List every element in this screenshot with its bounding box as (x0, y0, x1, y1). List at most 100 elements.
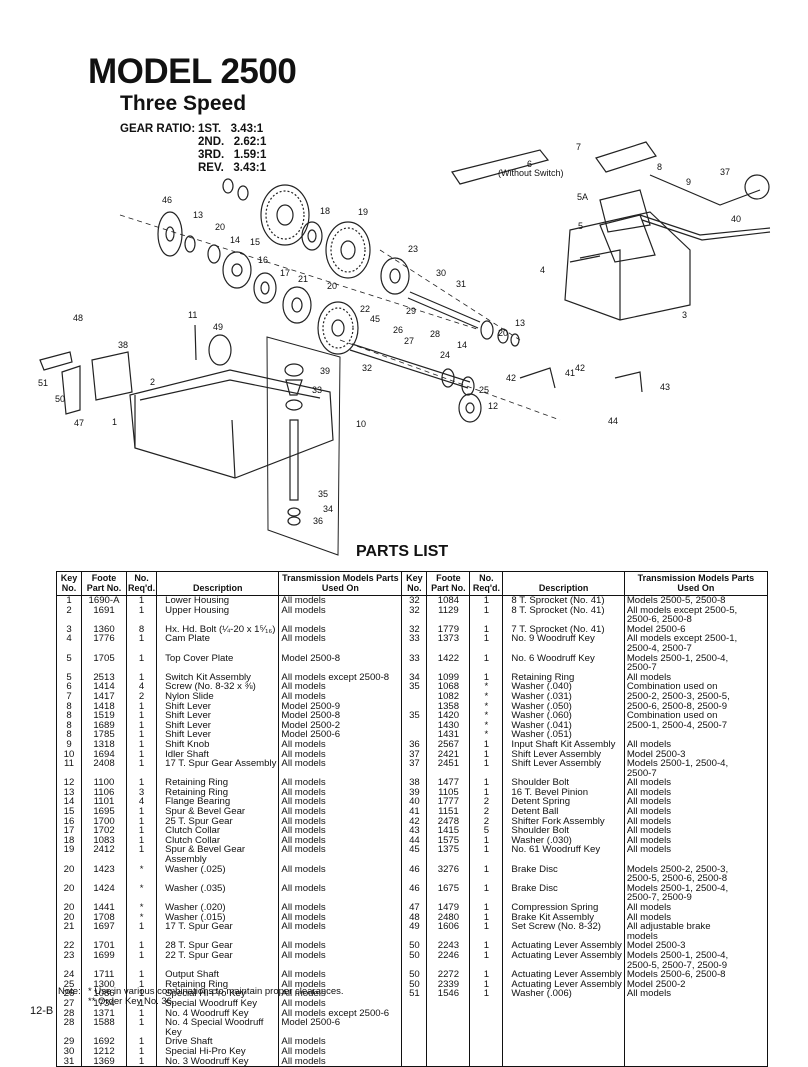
callout-number: 5 (578, 221, 583, 231)
table-cell: Washer (.041) (502, 721, 625, 731)
table-cell: Top Cover Plate (156, 653, 280, 673)
table-cell: 35 (401, 682, 428, 692)
table-cell: 28 T. Spur Gear (156, 941, 280, 951)
table-cell: Input Shaft Kit Assembly (502, 740, 625, 750)
table-cell: 1 (125, 1056, 158, 1067)
callout-number: 9 (686, 177, 691, 187)
callout-number: 14 (230, 235, 240, 245)
table-cell: 1 (125, 778, 158, 788)
callout-number: 20 (215, 222, 225, 232)
col-req: No. Req'd. (469, 571, 504, 596)
table-cell: 8 T. Sprocket (No. 41) (502, 595, 625, 606)
table-cell: * (125, 864, 158, 884)
table-cell: * (125, 883, 158, 903)
table-cell: Retaining Ring (502, 673, 625, 683)
table-cell: All models (623, 912, 769, 923)
table-cell: All models (623, 740, 769, 750)
table-cell: 1 (125, 980, 158, 990)
table-cell (401, 1056, 428, 1067)
callout-number: 27 (404, 336, 414, 346)
table-cell: Lower Housing (156, 595, 280, 606)
table-cell: 2412 (81, 845, 127, 865)
table-cell: 2500-2, 2500-3, 2500-5, (623, 692, 769, 702)
table-cell: Clutch Collar (156, 826, 280, 836)
table-cell: Shoulder Bolt (502, 826, 625, 836)
table-cell (623, 1037, 769, 1047)
table-cell: Cam Plate (156, 634, 280, 654)
table-cell: Detent Spring (502, 797, 625, 808)
table-cell: Special Hi-Pro Key (156, 1047, 280, 1057)
table-cell: 28 (56, 1018, 82, 1038)
table-cell: 50 (401, 951, 428, 971)
callout-number: 35 (318, 489, 328, 499)
table-cell: 30 (56, 1047, 82, 1057)
table-cell: All models (623, 989, 769, 999)
table-cell: Shift Lever (156, 711, 280, 721)
table-cell: 1 (125, 970, 158, 980)
table-cell: 4 (56, 634, 82, 654)
callout-number: 33 (312, 385, 322, 395)
callout-number: 22 (360, 304, 370, 314)
table-cell: No. 4 Special Woodruff Key (156, 1018, 280, 1038)
table-cell: Model 2500-3 (623, 749, 769, 760)
table-cell: 20 (56, 864, 82, 884)
table-cell: 1 (469, 883, 504, 903)
table-cell (469, 1046, 504, 1057)
table-cell (469, 1008, 504, 1019)
table-cell: Special Hi-Pro Key (156, 989, 280, 999)
table-cell: Spur & Bevel Gear Assembly (156, 845, 280, 865)
table-cell: 1 (125, 836, 158, 846)
table-cell: 1 (469, 759, 504, 779)
table-cell: Model 2500-2 (623, 980, 769, 990)
table-cell (502, 998, 625, 1009)
table-cell: 17 T. Spur Gear Assembly (156, 759, 280, 779)
table-cell: Washer (.025) (156, 864, 280, 884)
table-cell: 1 (125, 721, 158, 731)
table-cell: Special Woodruff Key (156, 999, 280, 1009)
table-cell: Models 2500-1, 2500-4, 2500-5, 2500-7, 2… (623, 951, 769, 971)
gear-ratio-1st: 1ST. 3.43:1 (198, 123, 264, 135)
callout-number: 21 (298, 274, 308, 284)
table-cell: Shift Lever Assembly (502, 759, 625, 779)
table-cell: All models (623, 845, 769, 865)
table-cell (401, 1008, 428, 1019)
table-cell: Set Screw (No. 8-32) (502, 922, 625, 942)
table-cell: All models (278, 951, 403, 971)
col-part-no: Foote Part No. (426, 571, 471, 596)
table-cell (469, 1037, 504, 1047)
callout-number: 44 (608, 416, 618, 426)
table-cell: All models (623, 797, 769, 808)
table-cell: 1 (125, 922, 158, 942)
table-cell: 1129 (426, 605, 471, 625)
table-cell: Hx. Hd. Bolt (¼-20 x 1⁵⁄₁₆) (156, 625, 280, 635)
table-cell (401, 998, 428, 1009)
callout-number: 23 (408, 244, 418, 254)
table-cell: All models (623, 807, 769, 817)
table-cell: 23 (56, 951, 82, 971)
table-cell (426, 1018, 471, 1038)
table-cell (502, 1037, 625, 1047)
table-cell: 1 (125, 634, 158, 654)
table-cell: All models (278, 605, 403, 625)
table-cell: 1 (125, 817, 158, 827)
table-cell: Idler Shaft (156, 749, 280, 760)
table-cell: 1 (469, 845, 504, 865)
table-cell: Drive Shaft (156, 1037, 280, 1047)
table-cell: 17 T. Spur Gear (156, 922, 280, 942)
table-cell: 1 (125, 1008, 158, 1019)
table-cell: Retaining Ring (156, 980, 280, 990)
table-cell (401, 1037, 428, 1047)
